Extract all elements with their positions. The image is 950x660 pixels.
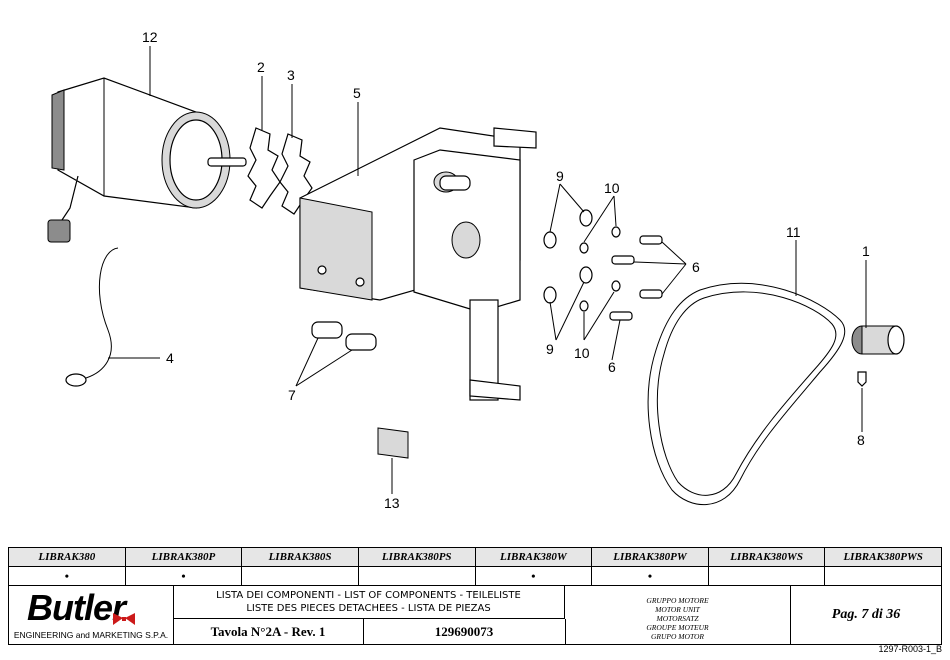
table-revision: Tavola N°2A - Rev. 1: [173, 619, 364, 644]
applicability-mark: [707, 566, 826, 586]
model-name: LIBRAK380W: [474, 547, 593, 567]
component-list-title: LISTA DEI COMPONENTI - LIST OF COMPONENT…: [173, 586, 565, 619]
applicability-mark: •: [474, 566, 593, 586]
callout-13: 13: [384, 495, 400, 511]
pad-part: [377, 427, 409, 459]
motor-support-part: [299, 127, 537, 401]
applicability-mark: [357, 566, 476, 586]
model-name: LIBRAK380WS: [707, 547, 826, 567]
callout-10-top: 10: [604, 180, 620, 196]
page-number: Pag. 7 di 36: [831, 607, 901, 622]
model-name: LIBRAK380S: [241, 547, 359, 567]
exploded-parts-drawing: 12 2 3 5 4 9 10 6 9 10 6 7 13 11 1 8: [47, 29, 905, 511]
applicability-mark: •: [124, 566, 243, 586]
pulley-part: [851, 325, 905, 355]
callout-9-bottom: 9: [546, 341, 554, 357]
document-reference: 1297-R003-1_B: [878, 644, 942, 654]
group-name-line: GROUPE MOTEUR: [646, 623, 709, 632]
callout-12: 12: [142, 29, 158, 45]
callout-4: 4: [166, 350, 174, 366]
bow-tie-icon: [113, 613, 135, 625]
applicability-mark: [241, 566, 359, 586]
earth-cable-part: [65, 247, 119, 387]
applicability-mark: [824, 566, 942, 586]
model-header-row: LIBRAK380 LIBRAK380P LIBRAK380S LIBRAK38…: [8, 547, 942, 567]
title-block: LIBRAK380 LIBRAK380P LIBRAK380S LIBRAK38…: [8, 547, 942, 647]
grub-screw-part: [857, 371, 867, 387]
applicability-mark: •: [8, 566, 126, 586]
info-row: Butler ENGINEERING and MARKETING S.P.A. …: [8, 585, 942, 645]
model-table: LIBRAK380 LIBRAK380P LIBRAK380S LIBRAK38…: [8, 547, 942, 586]
company-logo: Butler ENGINEERING and MARKETING S.P.A.: [9, 586, 174, 644]
callout-3: 3: [287, 67, 295, 83]
callout-8: 8: [857, 432, 865, 448]
callout-11: 11: [786, 224, 801, 240]
bracket-plates-part: [247, 127, 313, 215]
part-code: 129690073: [363, 619, 566, 644]
model-name: LIBRAK380P: [124, 547, 243, 567]
applicability-mark: •: [591, 566, 709, 586]
callout-5: 5: [353, 85, 361, 101]
motor-part: [47, 77, 247, 243]
callout-1: 1: [862, 243, 870, 259]
group-name-line: MOTORSATZ: [656, 614, 699, 623]
callout-6-bottom: 6: [608, 359, 616, 375]
callout-6-right: 6: [692, 259, 700, 275]
model-name: LIBRAK380: [8, 547, 126, 567]
leader-lines: [108, 46, 867, 494]
group-name-line: GRUPO MOTOR: [651, 632, 704, 641]
group-name-line: GRUPPO MOTORE: [646, 596, 709, 605]
callout-2: 2: [257, 59, 265, 75]
model-applicability-row: • • • •: [8, 566, 942, 586]
washers-and-screws: [311, 209, 663, 351]
logo-subtitle: ENGINEERING and MARKETING S.P.A.: [13, 630, 169, 640]
callout-10-bottom: 10: [574, 345, 590, 361]
model-name: LIBRAK380PWS: [824, 547, 942, 567]
group-name-line: MOTOR UNIT: [655, 605, 700, 614]
callout-9-top: 9: [556, 168, 564, 184]
list-title-line-1: LISTA DEI COMPONENTI - LIST OF COMPONENT…: [216, 590, 521, 601]
model-name: LIBRAK380PS: [357, 547, 476, 567]
callout-7: 7: [288, 387, 296, 403]
group-name: GRUPPO MOTORE MOTOR UNIT MOTORSATZ GROUP…: [565, 586, 791, 644]
model-name: LIBRAK380PW: [591, 547, 709, 567]
logo-wordmark: Butler: [27, 587, 126, 628]
belt-part: [647, 282, 846, 505]
list-title-line-2: LISTE DES PIECES DETACHEES - LISTA DE PI…: [246, 603, 491, 614]
